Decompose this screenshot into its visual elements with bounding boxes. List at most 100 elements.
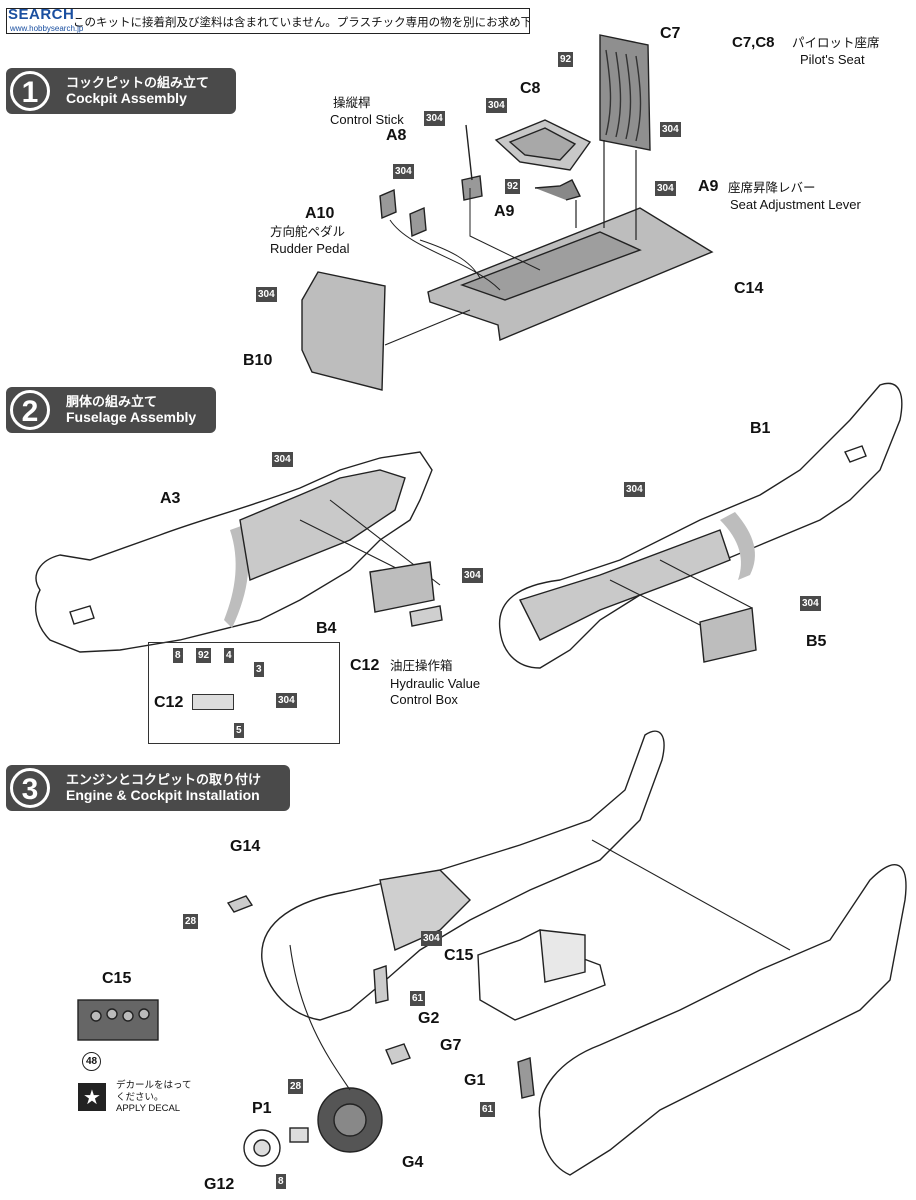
rudder-pedal-jp: 方向舵ペダル (270, 224, 346, 239)
part-label-b1: B1 (750, 420, 771, 437)
color-code-step3-3: 61 (410, 991, 426, 1006)
control-stick-jp: 操縦桿 (333, 95, 371, 110)
step-3-title-en: Engine & Cockpit Installation (66, 787, 260, 803)
step-2-title-en: Fuselage Assembly (66, 409, 197, 425)
part-label-c8: C8 (520, 80, 541, 97)
hydraulic-en-2: Control Box (390, 692, 458, 707)
part-label-g14: G14 (230, 838, 261, 855)
color-code-step3-4: 28 (288, 1079, 304, 1094)
part-label-a3: A3 (160, 490, 181, 507)
seat-lever-en: Seat Adjustment Lever (730, 197, 861, 212)
watermark-url: www.hobbysearch.jp (10, 24, 84, 33)
hydraulic-jp: 油圧操作箱 (390, 658, 453, 673)
step-1-title-en: Cockpit Assembly (66, 90, 187, 106)
decal-number-badge: 48 (82, 1052, 101, 1071)
instrument-panel-c15-drawing (77, 999, 159, 1041)
step-3-number: 3 (10, 768, 50, 808)
color-code-step1-8: 304 (256, 287, 277, 302)
part-label-g12: G12 (204, 1176, 235, 1193)
part-b4-drawing (369, 561, 435, 613)
watermark-text: SEARCH (8, 6, 75, 23)
part-label-c12-inset: C12 (154, 694, 184, 711)
color-code-step1-7: 92 (505, 179, 521, 194)
watermark-logo: SEARCH (8, 6, 74, 23)
color-code-step1-2: 92 (558, 52, 574, 67)
step-1-header: 1 コックピットの組み立て Cockpit Assembly (6, 68, 236, 114)
part-label-b5: B5 (806, 633, 827, 650)
seat-note-jp: パイロット座席 (792, 35, 880, 50)
part-label-p1: P1 (252, 1100, 272, 1117)
part-label-a9: A9 (698, 178, 719, 195)
part-label-c12: C12 (350, 657, 380, 674)
color-code-step2-10: 5 (234, 723, 244, 738)
part-label-g2: G2 (418, 1010, 440, 1027)
color-code-step2-5: 8 (173, 648, 183, 663)
color-code-step3-5: 61 (480, 1102, 496, 1117)
rudder-pedal-a10-drawing (379, 188, 427, 238)
part-b5-drawing (699, 607, 757, 663)
color-code-step1-6: 304 (655, 181, 676, 196)
decal-note-jp-2: ください。 (116, 1092, 164, 1103)
color-code-step2-9: 304 (276, 693, 297, 708)
step-3-title-jp: エンジンとコクピットの取り付け (66, 773, 262, 788)
hydraulic-en-1: Hydraulic Value (390, 676, 481, 691)
cockpit-tub-c15-drawing (477, 929, 606, 1021)
part-label-g1: G1 (464, 1072, 486, 1089)
panel-b10-drawing (301, 271, 386, 391)
c12-part-shape (192, 694, 234, 710)
decal-note-jp-1: デカールをはって (116, 1080, 192, 1091)
step-1-title-jp: コックピットの組み立て (66, 76, 210, 91)
color-code-step2-6: 92 (196, 648, 212, 663)
step-2-header: 2 胴体の組み立て Fuselage Assembly (6, 387, 216, 433)
rudder-pedal-en: Rudder Pedal (270, 241, 350, 256)
part-label-c7: C7 (660, 25, 681, 42)
color-code-step2-8: 3 (254, 662, 264, 677)
notice-banner: このキットに接着剤及び塗料は含まれていません。プラスチック専用の物を別にお求め下… (6, 8, 530, 34)
color-code-step2-3: 304 (462, 568, 483, 583)
part-label-a8: A8 (386, 127, 407, 144)
color-code-step2-2: 304 (624, 482, 645, 497)
color-code-step1-1: 304 (424, 111, 445, 126)
seat-lever-a9-drawing (534, 179, 582, 201)
step-2-number: 2 (10, 390, 50, 430)
part-p1-drawing (289, 1127, 309, 1143)
fuselage-step3-upper-drawing (261, 730, 665, 1021)
part-label-b10: B10 (243, 352, 273, 369)
seat-note-code: C7,C8 (732, 34, 775, 51)
color-code-step2-4: 304 (800, 596, 821, 611)
part-label-g7: G7 (440, 1037, 462, 1054)
part-g14-drawing (226, 895, 254, 913)
part-g1-drawing (517, 1057, 535, 1099)
color-code-step2-1: 304 (272, 452, 293, 467)
decal-star-icon: ★ (78, 1083, 106, 1111)
part-label-c15-inset: C15 (102, 970, 132, 987)
step-2-title-jp: 胴体の組み立て (66, 395, 158, 410)
seat-lever-jp: 座席昇降レバー (728, 180, 816, 195)
color-code-step1-4: 304 (660, 122, 681, 137)
part-label-a10: A10 (305, 205, 335, 222)
color-code-step1-3: 304 (486, 98, 507, 113)
color-code-step2-7: 4 (224, 648, 234, 663)
notice-text: このキットに接着剤及び塗料は含まれていません。プラスチック専用の物を別にお求め下… (73, 15, 530, 29)
part-label-c15: C15 (444, 947, 474, 964)
part-label-c14: C14 (734, 280, 764, 297)
color-code-step3-1: 28 (183, 914, 199, 929)
part-g2-drawing (373, 965, 389, 1004)
seat-note-en: Pilot's Seat (800, 52, 865, 67)
fuselage-step3-lower-drawing (538, 864, 907, 1176)
part-label-b4: B4 (316, 620, 337, 637)
color-code-step1-5: 304 (393, 164, 414, 179)
control-stick-a8-drawing (461, 124, 483, 201)
color-code-step3-6: 8 (276, 1174, 286, 1189)
c12-inset-box (148, 642, 340, 744)
step-1-number: 1 (10, 71, 50, 111)
part-g7-drawing (385, 1043, 411, 1065)
color-code-step3-2: 304 (421, 931, 442, 946)
control-stick-en: Control Stick (330, 112, 404, 127)
seat-back-c7-drawing (599, 34, 651, 151)
decal-note-en: APPLY DECAL (116, 1103, 181, 1114)
part-label-a9-near: A9 (494, 203, 515, 220)
step-3-header: 3 エンジンとコクピットの取り付け Engine & Cockpit Insta… (6, 765, 290, 811)
part-label-g4: G4 (402, 1154, 424, 1171)
